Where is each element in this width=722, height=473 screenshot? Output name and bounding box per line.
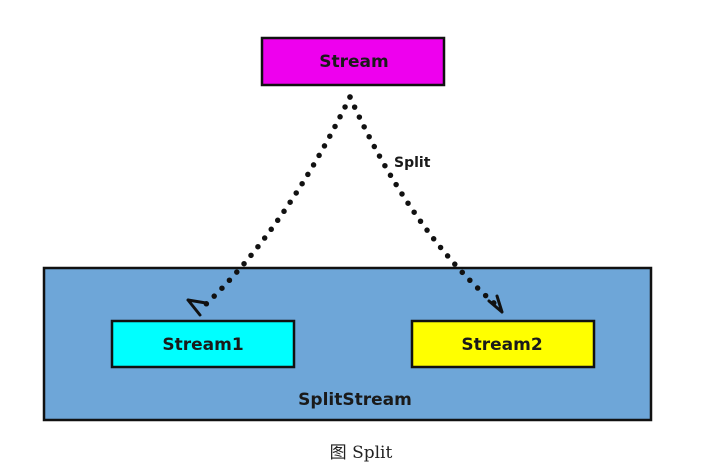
split-diagram: SplitStream Stream Stream1 Stream2 Split bbox=[42, 36, 653, 422]
arrowhead-right-icon bbox=[487, 294, 504, 314]
stream1-box bbox=[110, 319, 296, 369]
stream-label: Stream bbox=[319, 52, 388, 72]
split-edge-label: Split bbox=[394, 155, 431, 171]
stream1-node: Stream1 bbox=[110, 319, 296, 369]
arrowhead-left-icon bbox=[186, 298, 208, 317]
stream2-node: Stream2 bbox=[410, 319, 596, 369]
edge-stream-to-stream2 bbox=[347, 94, 504, 314]
stream2-box bbox=[410, 319, 596, 369]
stream1-label: Stream1 bbox=[162, 335, 243, 355]
dotted-arrow-left bbox=[200, 94, 353, 310]
stream-box bbox=[260, 36, 446, 87]
stream-node: Stream bbox=[260, 36, 446, 87]
stream2-label: Stream2 bbox=[461, 335, 542, 355]
splitstream-label: SplitStream bbox=[298, 390, 412, 410]
figure-caption: 图 Split bbox=[329, 443, 393, 463]
edge-stream-to-stream1 bbox=[186, 94, 353, 317]
